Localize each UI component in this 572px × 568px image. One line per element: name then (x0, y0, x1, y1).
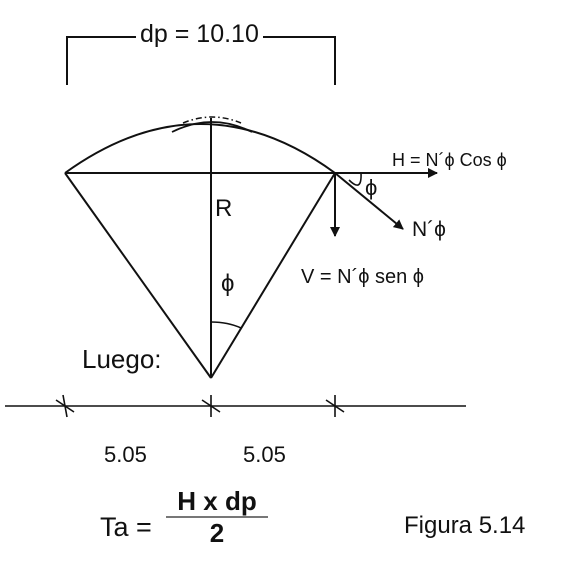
fraction-bar (166, 516, 268, 518)
center-angle-arc (210, 321, 242, 329)
tick-center-slash (201, 399, 221, 413)
meridional-arrow (334, 172, 404, 230)
figure-caption: Figura 5.14 (404, 512, 526, 539)
cone-left-side (64, 172, 212, 379)
tick-left-slash (55, 399, 75, 413)
diameter-label: dp = 10.10 (136, 19, 263, 49)
tension-fraction: H x dp 2 (162, 486, 272, 548)
tension-numerator: H x dp (177, 486, 257, 516)
left-half-dimension: 5.05 (104, 442, 147, 467)
edge-angle-label: ϕ (365, 175, 378, 200)
luego-label: Luego: (82, 344, 162, 374)
right-half-dimension: 5.05 (243, 442, 286, 467)
cone-right-side (210, 172, 336, 379)
tension-denominator: 2 (209, 518, 225, 548)
crown-dashdot (182, 116, 242, 124)
edge-angle-arc (348, 172, 362, 186)
vertical-formula: V = N´ϕ sen ϕ (301, 266, 424, 288)
radius-label: R (215, 195, 233, 222)
horizontal-formula: H = N´ϕ Cos ϕ (392, 150, 507, 170)
tension-formula-lhs: Ta = (100, 512, 152, 542)
tick-right-slash (325, 399, 345, 413)
dome-arc (64, 123, 336, 174)
center-angle-label: ϕ (221, 270, 235, 297)
meridional-force-label: N´ϕ (412, 218, 446, 241)
